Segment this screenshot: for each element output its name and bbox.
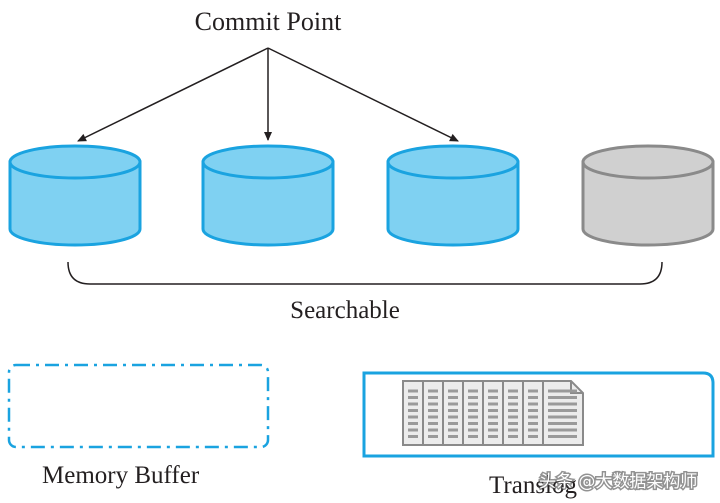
memory-buffer-box — [7, 363, 270, 449]
memory-buffer-label: Memory Buffer — [42, 462, 200, 489]
translog-document — [542, 380, 584, 446]
commit-arrow-3 — [267, 47, 459, 142]
searchable-bracket — [67, 261, 663, 285]
segment-body — [201, 160, 335, 247]
document-stack-icon — [402, 380, 584, 446]
segment-top — [386, 144, 520, 180]
translog-label: Translog — [489, 472, 577, 499]
segment-top — [8, 144, 142, 180]
watermark-text: 头条 @大数据架构师 — [539, 472, 697, 492]
commit-arrows — [77, 47, 459, 142]
watermark: 头条 @大数据架构师 头条 @大数据架构师 — [538, 471, 699, 494]
segment-cylinder-3 — [386, 144, 520, 247]
commit-point-label: Commit Point — [195, 7, 342, 36]
segment-top — [581, 144, 715, 180]
watermark-shadow: 头条 @大数据架构师 — [539, 472, 697, 492]
segment-body — [581, 160, 715, 247]
segment-body — [386, 160, 520, 247]
segment-cylinder-2 — [201, 144, 335, 247]
segment-top — [201, 144, 335, 180]
commit-arrow-1 — [77, 47, 269, 142]
segment-cylinder-1 — [8, 144, 142, 247]
searchable-label: Searchable — [290, 297, 400, 324]
segment-cylinder-4 — [581, 144, 715, 247]
segment-body — [8, 160, 142, 247]
